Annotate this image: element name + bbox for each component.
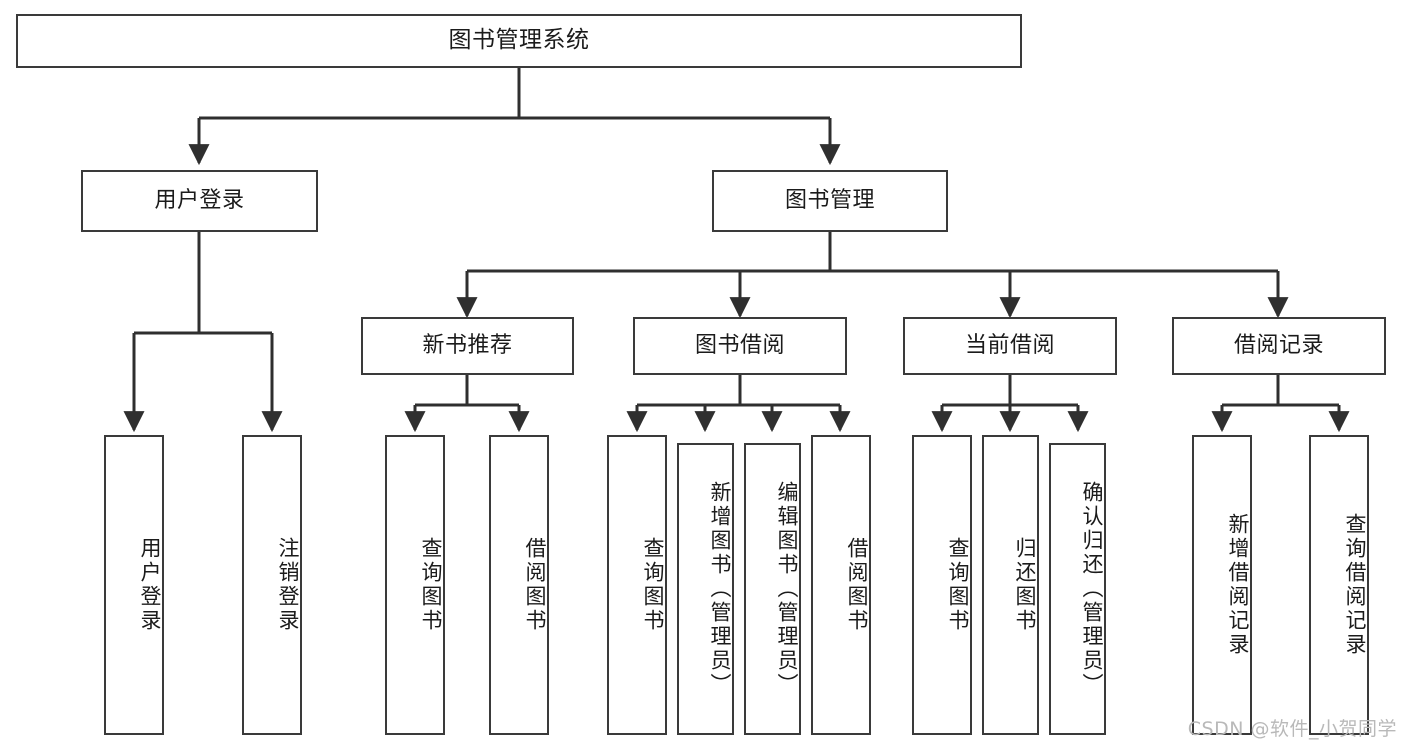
node-root-system[interactable]: 图书管理系统 [16,14,1022,68]
node-user-login[interactable]: 用户登录 [81,170,318,232]
node-label: 图书借阅 [694,333,785,359]
node-label: 用户登录 [138,537,162,633]
node-new-book-recommend[interactable]: 新书推荐 [361,317,574,375]
leaf-edit-book[interactable]: 编辑图书（管理员） [744,443,801,735]
leaf-query-book-recommend[interactable]: 查询图书 [385,435,445,735]
node-label: 图书管理 [784,188,875,214]
node-label: 注销登录 [276,537,300,633]
node-book-management[interactable]: 图书管理 [712,170,948,232]
watermark-csdn: CSDN @软件_小贺同学 [1187,718,1397,740]
node-book-borrow[interactable]: 图书借阅 [633,317,847,375]
leaf-confirm-return[interactable]: 确认归还（管理员） [1049,443,1106,735]
leaf-return-book[interactable]: 归还图书 [982,435,1039,735]
leaf-borrow-book-recommend[interactable]: 借阅图书 [489,435,549,735]
node-label: 借阅图书 [523,537,547,633]
leaf-query-book-borrow[interactable]: 查询图书 [607,435,667,735]
node-current-borrow[interactable]: 当前借阅 [903,317,1117,375]
node-label: 当前借阅 [964,333,1055,359]
leaf-add-borrow-record[interactable]: 新增借阅记录 [1192,435,1252,735]
node-label: 查询借阅记录 [1343,513,1367,657]
node-label: 新书推荐 [422,333,513,359]
node-label: 用户登录 [154,188,245,214]
node-label: 确认归还（管理员） [1080,481,1104,697]
leaf-query-borrow-record[interactable]: 查询借阅记录 [1309,435,1369,735]
node-label: 借阅图书 [845,537,869,633]
node-label: 图书管理系统 [448,27,590,54]
leaf-user-login[interactable]: 用户登录 [104,435,164,735]
node-label: 新增借阅记录 [1226,513,1250,657]
node-label: 编辑图书（管理员） [775,481,799,697]
node-label: 借阅记录 [1233,333,1324,359]
leaf-user-logout[interactable]: 注销登录 [242,435,302,735]
leaf-add-book[interactable]: 新增图书（管理员） [677,443,734,735]
node-label: 查询图书 [946,537,970,633]
node-label: 归还图书 [1013,537,1037,633]
leaf-borrow-book[interactable]: 借阅图书 [811,435,871,735]
node-label: 查询图书 [641,537,665,633]
node-borrow-record[interactable]: 借阅记录 [1172,317,1386,375]
node-label: 新增图书（管理员） [708,481,732,697]
node-label: 查询图书 [419,537,443,633]
leaf-query-book-current[interactable]: 查询图书 [912,435,972,735]
